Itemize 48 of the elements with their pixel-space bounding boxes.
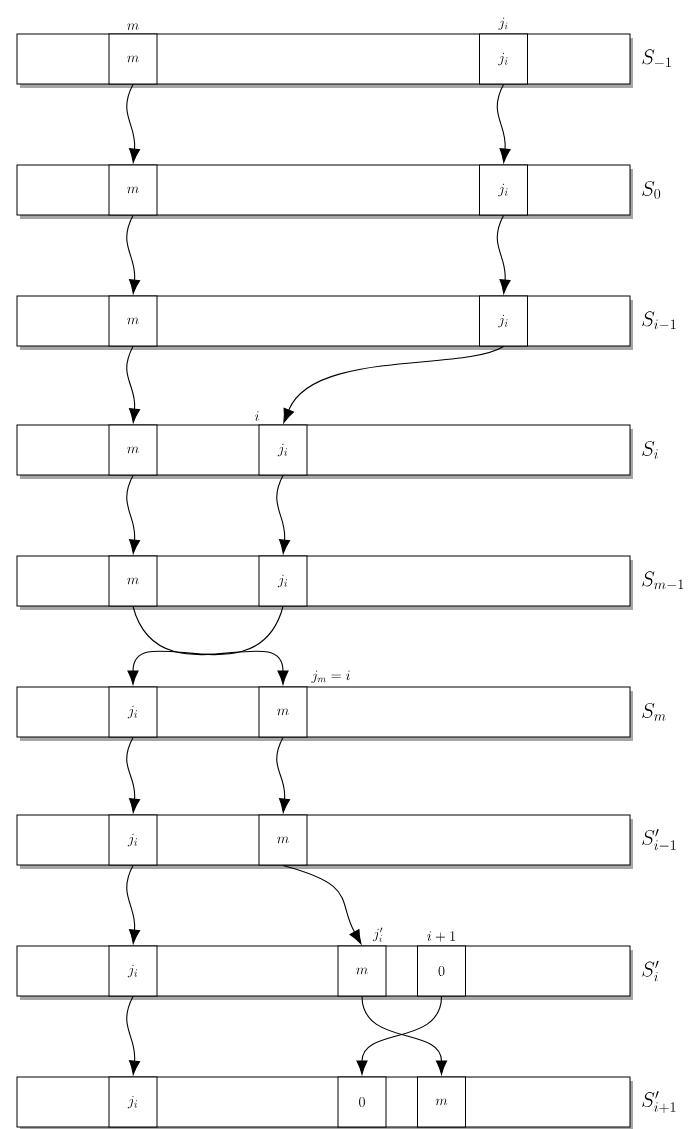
- array-cell: $m$: [108, 424, 158, 476]
- array-cell: $j_i$: [108, 814, 158, 866]
- arrow: [126, 345, 141, 423]
- array-cell: $j_i$: [108, 686, 158, 738]
- array-cell: $j_i$: [108, 1076, 158, 1128]
- arrow: [126, 864, 141, 944]
- index-label: $j_i$: [498, 17, 508, 30]
- row-label: $S_{-1}$: [642, 49, 671, 68]
- arrow: [126, 214, 141, 294]
- row-label: $S_i$: [642, 440, 658, 459]
- index-label: $i$: [255, 411, 259, 421]
- array-cell: $j_i$: [479, 295, 528, 347]
- array-cell: $j_i$: [258, 424, 308, 476]
- arrow: [282, 864, 362, 945]
- array-cell: $m$: [258, 814, 308, 866]
- index-label: $m$: [127, 23, 139, 30]
- array-cell: $j_i$: [479, 33, 528, 85]
- array-cell: $j_i$: [258, 555, 308, 607]
- row-label: $S_{m-1}$: [642, 571, 684, 590]
- index-label: $j'_i$: [372, 927, 383, 942]
- row-label: $S_m$: [642, 702, 666, 721]
- index-label: $j_m = i$: [311, 670, 350, 683]
- array-cell: $m$: [108, 555, 158, 607]
- arrow: [126, 736, 141, 813]
- row-label: $S'_i$: [642, 960, 659, 982]
- arrow: [126, 83, 141, 163]
- array-cell: $m$: [258, 686, 308, 738]
- array-cell: $m$: [108, 164, 158, 216]
- array-cell: $0$: [337, 1076, 387, 1128]
- array-cell: $m$: [108, 295, 158, 347]
- array-cell: $m$: [108, 33, 158, 85]
- arrow: [126, 995, 141, 1075]
- array-cell: $m$: [337, 945, 387, 997]
- row-label: $S'_{i+1}$: [642, 1091, 676, 1113]
- arrow: [276, 736, 291, 813]
- array-cell: $m$: [417, 1076, 466, 1128]
- arrow: [496, 214, 511, 294]
- array-cell: $0$: [417, 945, 466, 997]
- row-label: $S_{i-1}$: [642, 311, 676, 330]
- arrow: [283, 345, 505, 423]
- index-label: $i+1$: [427, 931, 455, 942]
- array-cell: $j_i$: [108, 945, 158, 997]
- array-cell: $j_i$: [479, 164, 528, 216]
- arrow: [126, 474, 141, 554]
- arrow: [496, 83, 511, 163]
- row-label: $S_0$: [642, 180, 661, 199]
- arrow: [276, 474, 291, 554]
- row-label: $S'_{i-1}$: [642, 829, 676, 850]
